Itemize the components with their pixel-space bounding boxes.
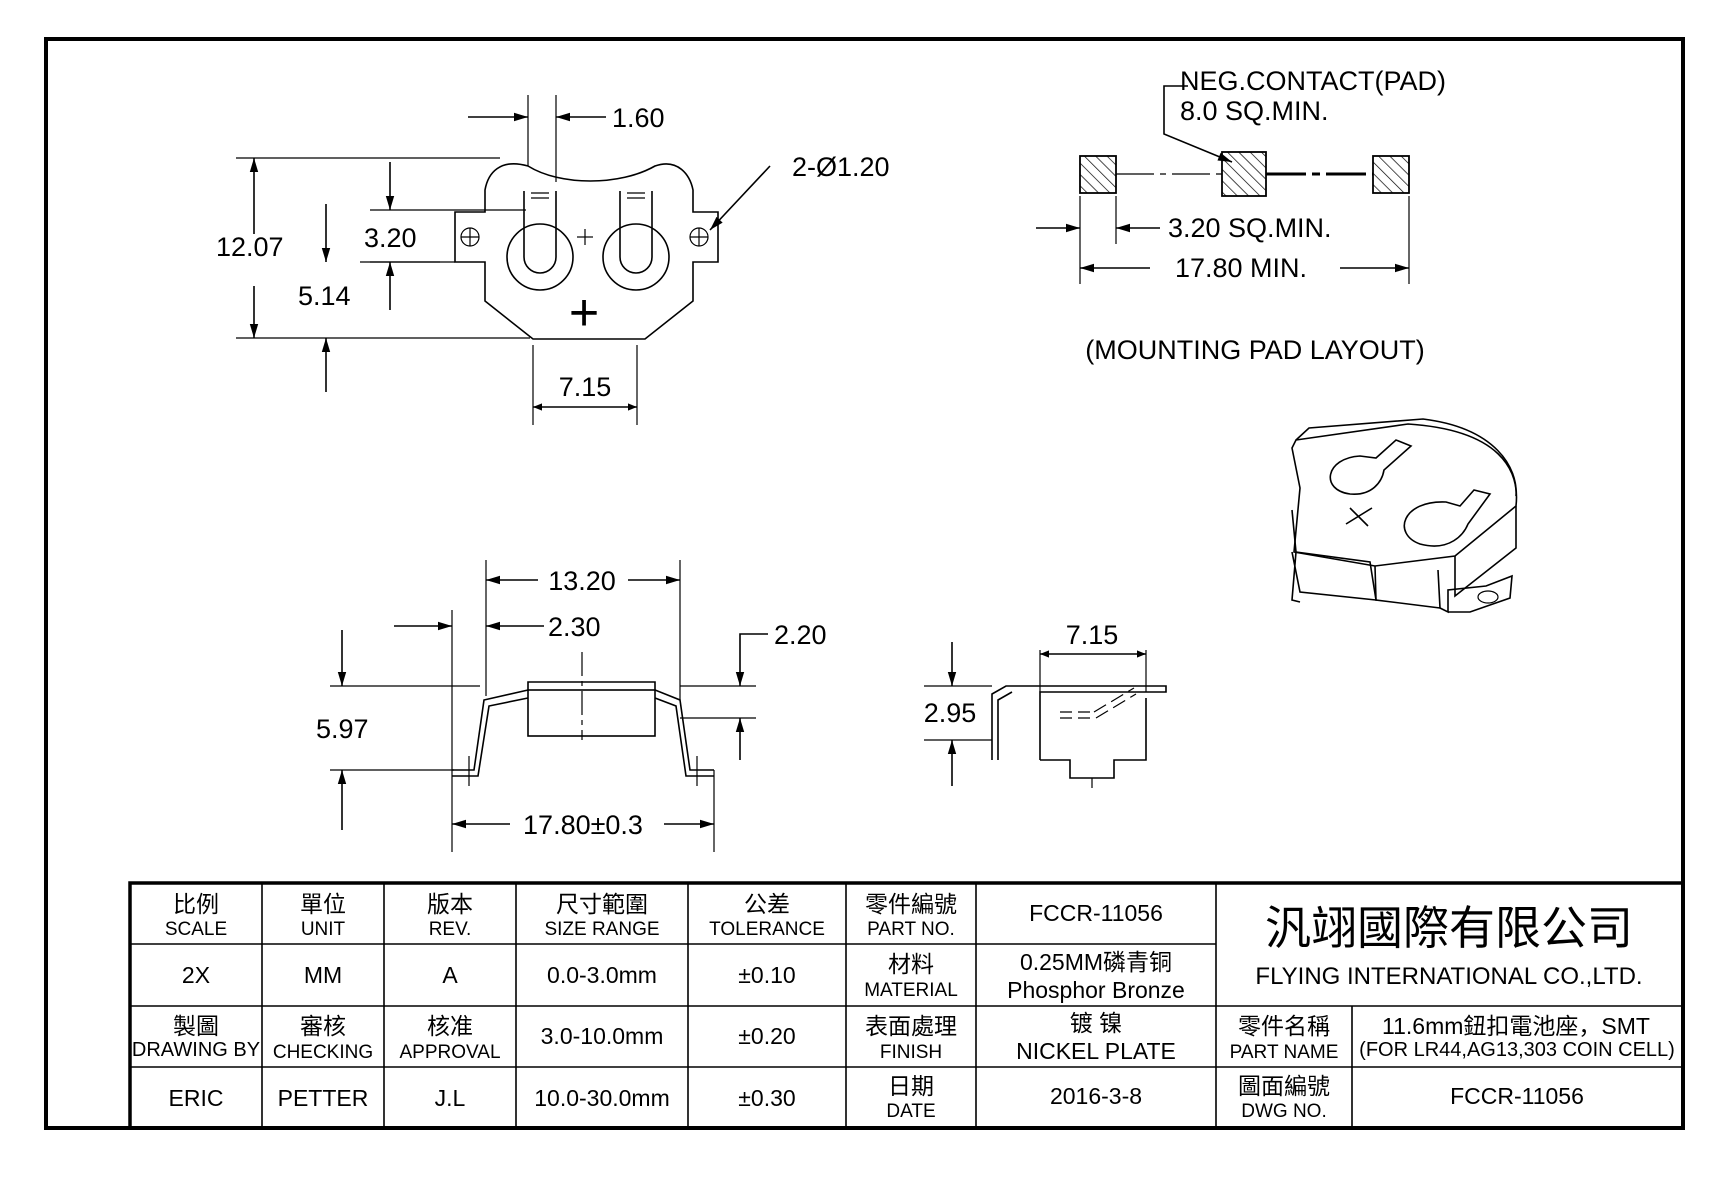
- dim-step: 2.30: [548, 612, 601, 642]
- pad-layout-caption: (MOUNTING PAD LAYOUT): [1085, 335, 1425, 365]
- date-value: 2016-3-8: [1050, 1083, 1142, 1109]
- size-range-1: 0.0-3.0mm: [547, 962, 657, 988]
- dim-center-offset: 5.14: [298, 281, 351, 311]
- finish-value-en: NICKEL PLATE: [1016, 1038, 1176, 1064]
- title-block: 比例 SCALE 單位 UNIT 版本 REV. 尺寸範圍 SIZE RANGE…: [128, 881, 1685, 1130]
- company-name-en: FLYING INTERNATIONAL CO.,LTD.: [1255, 963, 1642, 990]
- top-view: + 1.60 2-Ø1.20 12.07 3.20 5.14 7.15: [216, 95, 890, 425]
- tolerance-3: ±0.30: [738, 1085, 795, 1111]
- polarity-mark: +: [569, 284, 599, 342]
- dim-overall: 13.20: [548, 566, 616, 596]
- dim-slot-width: 1.60: [612, 103, 665, 133]
- dwg-no-label-cn: 圖面編號: [1238, 1073, 1330, 1099]
- size-range-3: 10.0-30.0mm: [534, 1085, 670, 1111]
- part-no-label-en: PART NO.: [867, 919, 955, 940]
- tolerance-label-en: TOLERANCE: [709, 919, 825, 940]
- size-range-2: 3.0-10.0mm: [541, 1023, 664, 1049]
- dim-footprint: 17.80±0.3: [523, 810, 643, 840]
- finish-label-en: FINISH: [880, 1042, 942, 1063]
- size-range-label-en: SIZE RANGE: [544, 919, 659, 940]
- mounting-pad-layout: NEG.CONTACT(PAD) 8.0 SQ.MIN. 3.20 SQ.MIN…: [1036, 66, 1446, 365]
- part-name-value-en: (FOR LR44,AG13,303 COIN CELL): [1359, 1039, 1675, 1061]
- approval-value: J.L: [435, 1085, 466, 1111]
- dwg-no-label-en: DWG NO.: [1241, 1101, 1327, 1122]
- company-name-cn: 汎翊國際有限公司: [1265, 902, 1633, 954]
- rev-value: A: [442, 962, 458, 988]
- drawing-by-label-cn: 製圖: [173, 1013, 219, 1039]
- neg-contact-pad: [1221, 151, 1267, 197]
- material-value-en: Phosphor Bronze: [1007, 977, 1185, 1003]
- neg-contact-label: NEG.CONTACT(PAD): [1180, 66, 1446, 96]
- finish-value-cn: 镀 镍: [1070, 1010, 1122, 1036]
- scale-label-cn: 比例: [173, 891, 219, 917]
- checking-label-cn: 審核: [300, 1013, 346, 1039]
- finish-label-cn: 表面處理: [865, 1013, 957, 1039]
- part-no-label-cn: 零件編號: [865, 891, 957, 917]
- date-label-en: DATE: [886, 1101, 935, 1122]
- dim-tab-height: 2.20: [774, 620, 827, 650]
- checking-label-en: CHECKING: [273, 1042, 373, 1063]
- size-range-label-cn: 尺寸範圍: [556, 891, 648, 917]
- right-pad: [1372, 155, 1410, 194]
- unit-label-cn: 單位: [300, 891, 346, 917]
- side-dim-width: 7.15: [1066, 620, 1119, 650]
- neg-contact-size: 8.0 SQ.MIN.: [1180, 96, 1329, 126]
- side-dim-height: 2.95: [924, 698, 977, 728]
- tolerance-2: ±0.20: [738, 1023, 795, 1049]
- material-label-cn: 材料: [888, 951, 934, 977]
- rev-label-cn: 版本: [427, 891, 473, 917]
- drawing-by-label-en: DRAWING BY: [132, 1039, 260, 1061]
- dim-height: 5.97: [316, 714, 369, 744]
- left-pad: [1079, 155, 1117, 194]
- unit-value: MM: [304, 962, 342, 988]
- part-no-value: FCCR-11056: [1029, 900, 1163, 926]
- part-name-label-en: PART NAME: [1230, 1042, 1339, 1063]
- rev-label-en: REV.: [429, 919, 472, 940]
- scale-value: 2X: [182, 962, 210, 988]
- part-name-value-cn: 11.6mm鈕扣電池座，SMT: [1382, 1013, 1650, 1039]
- drawing-by-value: ERIC: [169, 1085, 224, 1111]
- tolerance-1: ±0.10: [738, 962, 795, 988]
- date-label-cn: 日期: [888, 1073, 934, 1099]
- pad-size-dim: 3.20 SQ.MIN.: [1168, 213, 1332, 243]
- checking-value: PETTER: [278, 1085, 369, 1111]
- material-label-en: MATERIAL: [864, 980, 958, 1001]
- dwg-no-value: FCCR-11056: [1450, 1083, 1584, 1109]
- part-name-label-cn: 零件名稱: [1238, 1013, 1330, 1039]
- dim-width: 7.15: [559, 372, 612, 402]
- dim-height: 12.07: [216, 232, 284, 262]
- dim-slot-depth: 3.20: [364, 223, 417, 253]
- pad-span-dim: 17.80 MIN.: [1175, 253, 1307, 283]
- dim-hole: 2-Ø1.20: [792, 152, 890, 182]
- material-value-cn: 0.25MM磷青铜: [1020, 949, 1172, 975]
- tolerance-label-cn: 公差: [744, 891, 790, 917]
- front-view: 13.20 2.30 2.20 5.97 17.80±0.3: [316, 560, 827, 852]
- approval-label-en: APPROVAL: [399, 1042, 500, 1063]
- scale-label-en: SCALE: [165, 919, 227, 940]
- isometric-view: [1291, 418, 1518, 614]
- unit-label-en: UNIT: [301, 919, 346, 940]
- approval-label-cn: 核准: [427, 1013, 473, 1039]
- side-view: 7.15 2.95: [924, 620, 1167, 788]
